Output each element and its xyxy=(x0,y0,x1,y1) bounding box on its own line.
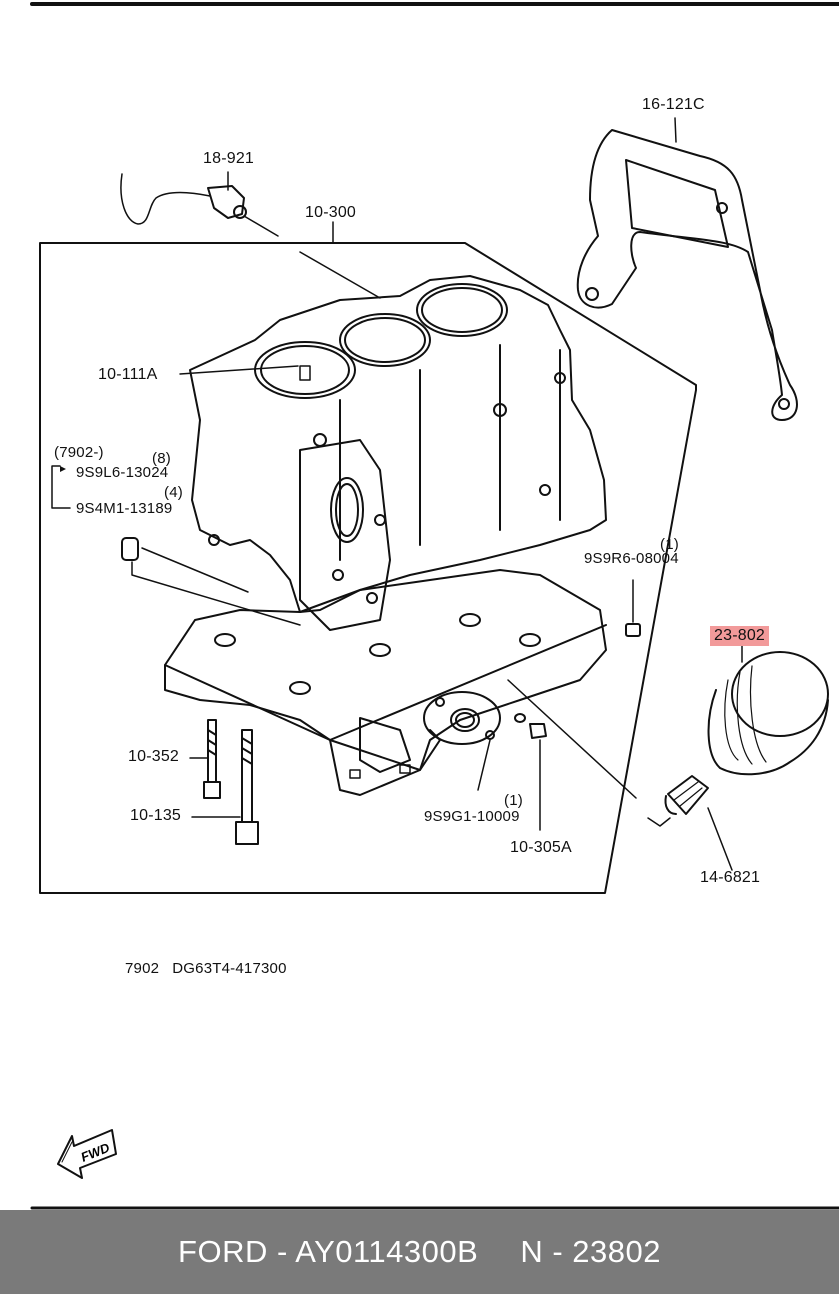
label-9s9g1-10009[interactable]: 9S9G1-10009 xyxy=(424,808,520,825)
plug-10-305a xyxy=(529,723,547,831)
label-7902-range: (7902-) xyxy=(54,444,104,461)
label-10-352[interactable]: 10-352 xyxy=(128,748,180,765)
union-bolt-14-6821 xyxy=(664,775,733,871)
gasket-16-121c xyxy=(576,117,798,421)
label-qty-4: (4) xyxy=(164,484,183,501)
label-16-121c[interactable]: 16-121C xyxy=(642,96,705,113)
oil-filter xyxy=(707,645,829,776)
lower-crankcase xyxy=(164,569,607,796)
cylinder-block xyxy=(189,275,607,631)
label-23-802[interactable]: 23-802 xyxy=(710,626,770,646)
group-bracket xyxy=(51,465,71,509)
engine-block-diagram: FWD xyxy=(30,2,839,1210)
knock-sensor-18-921 xyxy=(120,171,279,237)
bolt-10-135 xyxy=(191,729,259,845)
fwd-arrow-icon xyxy=(57,1129,117,1179)
label-10-111a[interactable]: 10-111A xyxy=(98,366,158,383)
footer-ref-number: N - 23802 xyxy=(520,1234,661,1269)
label-10-300[interactable]: 10-300 xyxy=(305,204,357,221)
label-9s9l6-13024[interactable]: 9S9L6-13024 xyxy=(76,464,169,481)
part-footer-bar: FORD - AY0114300B N - 23802 xyxy=(0,1210,839,1294)
label-9s4m1-13189[interactable]: 9S4M1-13189 xyxy=(76,500,173,517)
label-10-135[interactable]: 10-135 xyxy=(130,807,182,824)
footer-brand-part: FORD - AY0114300B xyxy=(178,1234,479,1269)
plug-9s9r6 xyxy=(625,623,641,637)
parts-frame xyxy=(39,242,697,894)
filter-adapter xyxy=(423,691,526,791)
label-qty-1-a: (1) xyxy=(660,536,679,553)
label-qty-1-b: (1) xyxy=(504,792,523,809)
bolt-10-352 xyxy=(189,719,221,799)
label-14-6821[interactable]: 14-6821 xyxy=(700,869,761,886)
dowel-pin xyxy=(121,537,139,561)
label-10-305a[interactable]: 10-305A xyxy=(510,839,572,856)
diagram-code: 7902 DG63T4-417300 xyxy=(125,960,287,977)
label-qty-8: (8) xyxy=(152,450,171,467)
label-18-921[interactable]: 18-921 xyxy=(203,150,255,167)
label-9s9r6-08004[interactable]: 9S9R6-08004 xyxy=(584,550,679,567)
